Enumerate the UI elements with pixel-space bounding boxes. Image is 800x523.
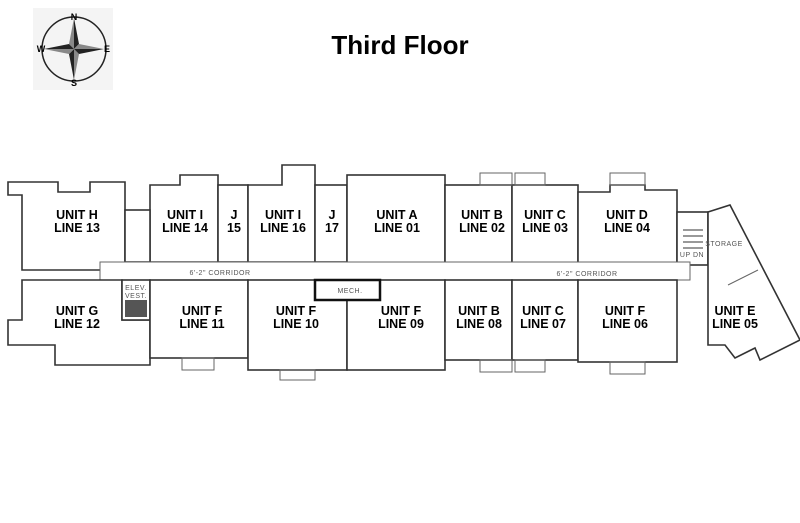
corridor-label-east: 6'-2" CORRIDOR [557, 271, 618, 278]
corridor-label-west: 6'-2" CORRIDOR [190, 270, 251, 277]
line-label: LINE 07 [520, 317, 566, 331]
storage-label: STORAGE [705, 241, 743, 248]
compass-icon: N S E W [33, 8, 113, 90]
unit-label: UNIT C [524, 208, 566, 222]
line-label: LINE 02 [459, 221, 505, 235]
unit-label: UNIT I [167, 208, 203, 222]
line-label: LINE 01 [374, 221, 420, 235]
vest-label: VEST. [125, 293, 147, 300]
line-label: LINE 10 [273, 317, 319, 331]
line-label: LINE 08 [456, 317, 502, 331]
unit-label: UNIT B [461, 208, 503, 222]
line-label: LINE 11 [179, 317, 224, 331]
unit-label: UNIT F [381, 304, 422, 318]
unit-label: UNIT A [376, 208, 417, 222]
unit-label: UNIT C [522, 304, 564, 318]
mech-room [313, 278, 382, 302]
stair-east [676, 211, 709, 266]
line-label: LINE 13 [54, 221, 100, 235]
elev-label: ELEV. [125, 285, 147, 292]
unit-label: UNIT F [605, 304, 646, 318]
line-label: LINE 03 [522, 221, 568, 235]
mech-label: MECH. [337, 288, 362, 295]
line-label: LINE 14 [162, 221, 208, 235]
unit-label: J [231, 208, 238, 222]
line-label: LINE 04 [604, 221, 650, 235]
unit-label: UNIT B [458, 304, 500, 318]
east-wing [707, 204, 800, 362]
unit-label: UNIT I [265, 208, 301, 222]
line-label: LINE 05 [712, 317, 758, 331]
compass-south: S [71, 78, 77, 88]
line-label: LINE 06 [602, 317, 648, 331]
unit-label: UNIT F [276, 304, 317, 318]
unit-label: UNIT F [182, 304, 223, 318]
unit-label: UNIT H [56, 208, 98, 222]
compass-west: W [37, 44, 46, 54]
line-label: LINE 09 [378, 317, 424, 331]
bottom-row-units [7, 278, 678, 381]
unit-label: UNIT D [606, 208, 648, 222]
line-label: LINE 12 [54, 317, 100, 331]
compass-north: N [71, 12, 78, 22]
line-label: 17 [325, 221, 339, 235]
line-label: LINE 16 [260, 221, 306, 235]
top-row-units [7, 164, 709, 271]
stair-west [124, 209, 151, 263]
unit-label: UNIT E [715, 304, 756, 318]
updn-label: UP DN [680, 252, 704, 259]
compass-east: E [104, 44, 110, 54]
unit-label: J [329, 208, 336, 222]
unit-label: UNIT G [56, 304, 98, 318]
page-title: Third Floor [331, 30, 469, 60]
line-label: 15 [227, 221, 241, 235]
